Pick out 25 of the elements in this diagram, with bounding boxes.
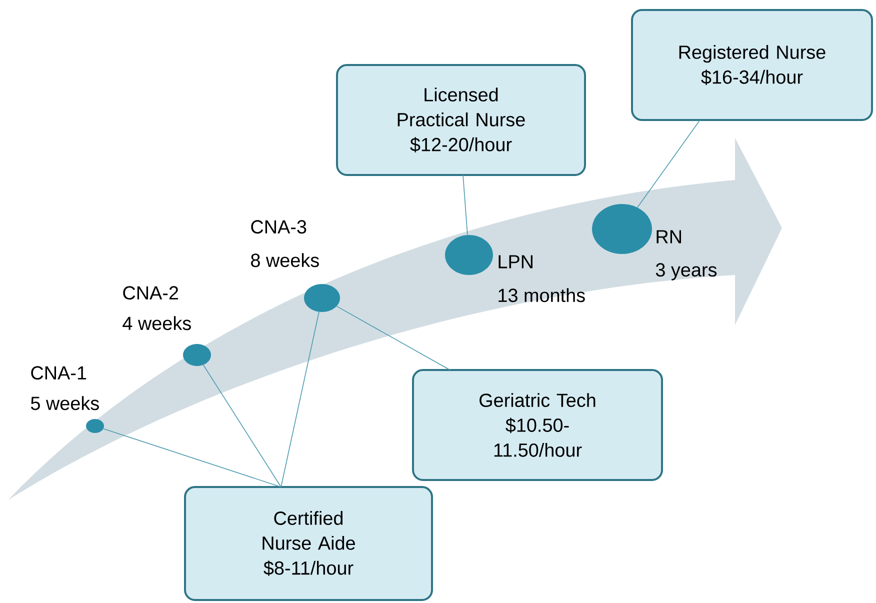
milestone-dot	[86, 418, 104, 433]
milestone-label: 8 weeks	[251, 253, 319, 268]
milestone-dot	[445, 234, 493, 275]
milestone-dot	[304, 284, 340, 312]
text-box: Geriatric Tech $10.50-11.50/hour	[412, 368, 663, 481]
text-box: Registered Nurse $16-34/hour	[631, 9, 873, 121]
milestone-label: 5 weeks	[30, 396, 99, 410]
leader-line	[462, 174, 468, 236]
leader-line	[637, 120, 700, 208]
milestone-label: CNA-3	[251, 220, 306, 234]
leader-line	[336, 306, 450, 370]
milestone-label: 4 weeks	[122, 316, 191, 330]
leader-line	[280, 312, 320, 488]
text-box: Certified Nurse Aide $8-11/hour	[184, 486, 433, 601]
leader-line	[202, 364, 282, 488]
milestone-dot	[183, 344, 211, 366]
milestone-dot	[592, 204, 652, 254]
milestone-label: CNA-2	[123, 286, 178, 300]
milestone-label: 13 months	[498, 288, 585, 302]
milestone-label: 3 years	[656, 263, 717, 280]
leader-line	[103, 428, 282, 488]
milestone-label: RN	[656, 230, 681, 244]
milestone-label: LPN	[498, 255, 532, 268]
text-box: Licensed Practical Nurse $12-20/hour	[336, 64, 586, 176]
milestone-label: CNA-1	[31, 366, 86, 380]
